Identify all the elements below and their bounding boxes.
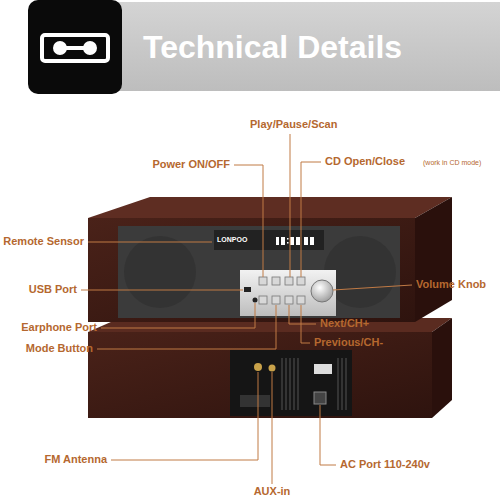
callout-label: Next/CH+	[320, 317, 369, 330]
upper-unit-part	[124, 236, 196, 308]
cassette-icon-part	[42, 35, 108, 61]
control-panel-part-part	[297, 296, 305, 304]
callout-label: Volume Knob	[416, 278, 486, 291]
control-panel-part	[240, 270, 336, 316]
rear-panel-part-part	[282, 358, 283, 410]
display-part-part	[290, 237, 294, 245]
control-panel-part-part	[285, 296, 293, 304]
leader-lines-part	[290, 134, 291, 277]
display	[214, 230, 324, 250]
header-bar-part	[28, 0, 122, 94]
leader-lines-part	[301, 162, 321, 277]
page-title: Technical Details	[143, 28, 402, 66]
control-panel-part	[259, 277, 305, 304]
leader-lines-part	[301, 305, 310, 343]
callout-label: FM Antenna	[44, 453, 107, 466]
rear-panel-part-part	[342, 358, 343, 410]
brand-name: LONPOO	[217, 236, 247, 244]
leader-lines-part	[234, 165, 263, 277]
control-panel-part-part	[272, 296, 280, 304]
header-bar	[28, 0, 500, 94]
callout-label: Power ON/OFF	[152, 158, 230, 171]
display-part-part	[287, 238, 289, 240]
rear-panel-part	[254, 363, 262, 371]
control-panel-part-part	[259, 296, 267, 304]
control-panel	[240, 270, 336, 316]
leader-lines-part	[289, 305, 316, 324]
rear-panel-part	[282, 358, 346, 410]
leader-lines-part	[81, 290, 243, 291]
rear-panel-part-part	[286, 358, 287, 410]
cassette-icon-part	[60, 46, 90, 50]
callout-note: (work in CD mode)	[423, 159, 481, 167]
rear-panel-part-part	[290, 358, 291, 410]
control-panel-part-part	[259, 277, 267, 285]
rear-panel	[230, 350, 352, 416]
leader-lines-part	[111, 372, 258, 460]
callout-label: Mode Button	[26, 342, 93, 355]
display-part-part	[287, 242, 289, 244]
rear-panel-part	[269, 365, 276, 372]
leader-lines-part	[88, 242, 212, 243]
callout-label: USB Port	[29, 283, 77, 296]
display-part-part	[296, 237, 300, 245]
leader-lines	[81, 134, 412, 484]
display-part	[214, 230, 324, 250]
display-part	[276, 237, 314, 245]
control-panel-part-part	[272, 277, 280, 285]
rear-panel-part	[230, 350, 352, 416]
cassette-icon	[42, 35, 108, 61]
display-part-part	[310, 237, 314, 245]
leader-lines-part	[333, 285, 412, 290]
rear-panel-part-part	[338, 358, 339, 410]
callout-label: AUX-in	[254, 485, 291, 498]
control-panel-part	[253, 298, 258, 303]
callout-label: Previous/CH-	[314, 336, 383, 349]
upper-unit-part	[88, 218, 415, 322]
rear-panel-part	[314, 364, 332, 374]
upper-unit-part	[88, 197, 452, 218]
callout-label: Play/Pause/Scan	[250, 118, 337, 131]
rear-panel-part	[314, 392, 326, 404]
leader-lines-part	[272, 372, 273, 484]
upper-unit	[88, 197, 452, 322]
control-panel-part	[244, 287, 251, 292]
lower-unit	[88, 318, 452, 418]
display-part-part	[304, 237, 308, 245]
leader-lines-part	[97, 305, 276, 349]
control-panel-part-part	[285, 277, 293, 285]
upper-unit-part	[118, 226, 400, 318]
upper-unit-part	[415, 197, 452, 322]
leader-lines-part	[320, 405, 336, 465]
rear-panel-part-part	[298, 358, 299, 410]
rear-panel-part	[240, 395, 270, 407]
rear-panel-part-part	[294, 358, 295, 410]
callout-label: CD Open/Close	[325, 155, 405, 168]
lower-unit-part	[88, 332, 432, 418]
rear-panel-part-part	[346, 358, 347, 410]
control-panel-part	[311, 280, 333, 302]
callout-label: Earphone Port	[21, 321, 97, 334]
header-bar-part	[110, 2, 500, 91]
callout-label: Remote Sensor	[3, 235, 84, 248]
display-part-part	[281, 237, 285, 245]
control-panel-part-part	[297, 277, 305, 285]
lower-unit-part	[432, 318, 452, 418]
display-part-part	[276, 237, 279, 245]
leader-lines-part	[101, 303, 255, 328]
callout-label: AC Port 110-240v	[340, 458, 430, 471]
